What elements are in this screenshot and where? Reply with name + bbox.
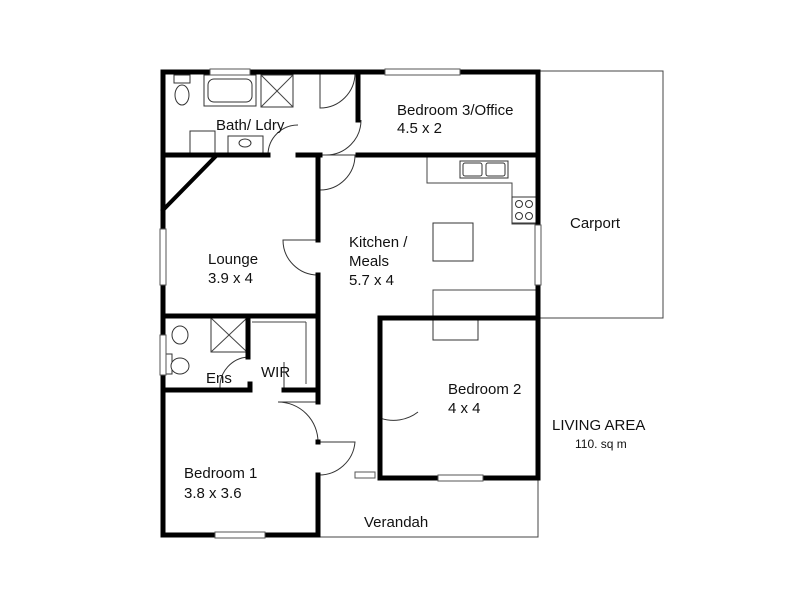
ensuite-basin-icon: [171, 325, 189, 345]
kitchen-label-line2: Meals: [349, 253, 389, 270]
bath-laundry-label: Bath/ Ldry: [216, 117, 285, 134]
kitchen-label-line1: Kitchen /: [349, 234, 408, 251]
door-swing: [267, 124, 299, 156]
carport-label: Carport: [570, 215, 621, 232]
bedroom2-label: Bedroom 2: [448, 381, 521, 398]
living-area-title: LIVING AREA: [552, 417, 645, 434]
door-swing: [379, 378, 419, 421]
kitchen-bench-lower: [432, 317, 479, 341]
bedroom2-size: 4 x 4: [448, 400, 481, 417]
lounge-label: Lounge: [208, 251, 258, 268]
laundry-tub-icon: [189, 130, 216, 154]
door-swing: [317, 441, 356, 476]
wir-rails: [252, 321, 307, 384]
bedroom1-label: Bedroom 1: [184, 465, 257, 482]
door-swing: [319, 72, 356, 109]
bedroom1-size: 3.8 x 3.6: [184, 485, 242, 502]
toilet-icon: [174, 84, 190, 106]
carport-outline: [538, 70, 664, 319]
door-swing: [282, 239, 319, 276]
door-swing: [325, 119, 362, 156]
ensuite-fixtures: [164, 317, 248, 375]
door-swing: [219, 356, 249, 389]
kitchen-benches: [426, 157, 538, 341]
door-swing: [277, 401, 319, 443]
lounge-size: 3.9 x 4: [208, 270, 253, 287]
kitchen-sink-icon: [459, 160, 509, 179]
verandah-label: Verandah: [364, 514, 428, 531]
bedroom3-label: Bedroom 3/Office: [397, 102, 513, 119]
stove-icon: [511, 196, 537, 224]
ensuite-toilet-icon: [170, 357, 190, 375]
bath-fixtures: [173, 74, 294, 154]
door-swing: [319, 154, 356, 191]
windows: [159, 68, 542, 539]
kitchen-size: 5.7 x 4: [349, 272, 394, 289]
kitchen-island: [432, 222, 474, 262]
doors: [219, 72, 419, 476]
bedroom3-size: 4.5 x 2: [397, 120, 442, 137]
cistern-icon: [173, 74, 191, 84]
ensuite-label: Ens: [206, 370, 232, 387]
living-area: LIVING AREA 110. sq m: [552, 417, 645, 451]
room-labels: Bath/ Ldry Bedroom 3/Office 4.5 x 2 Loun…: [184, 102, 621, 531]
living-area-value: 110. sq m: [575, 437, 627, 451]
wir-label: WIR: [261, 364, 290, 381]
